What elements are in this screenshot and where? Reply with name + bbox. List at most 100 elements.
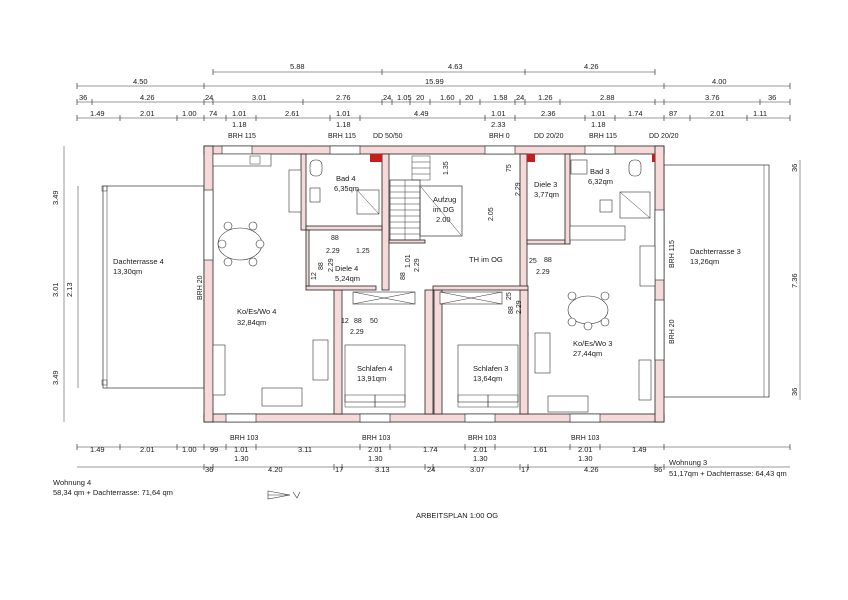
inner-dim-8: 2.29 (328, 258, 335, 272)
room-aufzug-c: 2.00 (436, 215, 451, 224)
dim-bottom-r2-5: 3.07 (470, 465, 485, 474)
label-brh115-right: BRH 115 (669, 240, 676, 268)
bottom-dimension-texts: 1.49 2.01 1.00 99 1.01 3.11 2.01 1.74 2.… (90, 445, 662, 474)
room-schlafen4-name: Schlafen 4 (357, 364, 392, 373)
inner-dim-22: 88 (400, 272, 407, 280)
dim-top-r4-7: 4.49 (414, 109, 429, 118)
dim-right-0: 36 (790, 164, 799, 172)
room-diele3-area: 3,77qm (534, 190, 559, 199)
dim-top-r3-15: 36 (768, 93, 776, 102)
inner-dim-21: 12 (311, 272, 318, 280)
room-diele3-name: Diele 3 (534, 180, 557, 189)
label-brh0: BRH 0 (489, 133, 510, 140)
dim-top-r2-c: 4.00 (712, 77, 727, 86)
dim-top-r4-10: 1.01 (591, 109, 606, 118)
inner-dim-9: 1.01 (405, 254, 412, 268)
dim-bottom-r1-2: 1.00 (182, 445, 197, 454)
room-schlafen3-name: Schlafen 3 (473, 364, 508, 373)
dim-bottom-r1-sub-3: 1.30 (578, 454, 593, 463)
label-dd5050: DD 50/50 (373, 133, 403, 140)
inner-dim-16: 2.29 (516, 300, 523, 314)
dim-top-r4-1: 2.01 (140, 109, 155, 118)
room-bad4-area: 6,35qm (334, 184, 359, 193)
dim-top-r3-7: 20 (416, 93, 424, 102)
room-th: TH im OG (469, 255, 503, 264)
room-schlafen3-area: 13,64qm (473, 374, 502, 383)
dim-bottom-r1-10: 2.01 (578, 445, 593, 454)
plan-label: ARBEITSPLAN 1:00 OG (416, 511, 498, 520)
label-brh115-a: BRH 115 (228, 133, 256, 140)
dim-bottom-r2-4: 24 (427, 465, 435, 474)
dim-bottom-r1-4: 1.01 (234, 445, 249, 454)
dim-top-r4-6: 1.01 (336, 109, 351, 118)
dim-bottom-r2-2: 17 (335, 465, 343, 474)
dim-top-r3-14: 3.76 (705, 93, 720, 102)
label-dd2020-a: DD 20/20 (534, 133, 564, 140)
dim-top-r3-9: 20 (465, 93, 473, 102)
dim-top-r3-4: 2.76 (336, 93, 351, 102)
inner-dim-17: 12 (341, 318, 349, 325)
dim-left-0: 3.49 (51, 190, 60, 205)
building-walls (203, 145, 665, 423)
dim-left-3: 3.49 (51, 370, 60, 385)
room-dachterrasse4-area: 13,30qm (113, 267, 142, 276)
side-wall-labels: BRH 20 BRH 115 BRH 20 (197, 240, 676, 344)
label-brh115-b: BRH 115 (328, 133, 356, 140)
dim-bottom-r1-6: 2.01 (368, 445, 383, 454)
windows (203, 145, 665, 423)
top-dimension-texts: 5.88 4.63 4.26 4.50 15.99 4.00 36 4.26 2… (79, 62, 776, 129)
dim-top-r3-12: 1.26 (538, 93, 553, 102)
room-dachterrasse3-name: Dachterrasse 3 (690, 247, 741, 256)
dim-top-r3-8: 1.60 (440, 93, 455, 102)
label-brh103-c: BRH 103 (468, 435, 497, 442)
room-diele4-area: 5,24qm (335, 274, 360, 283)
label-brh103-a: BRH 103 (230, 435, 259, 442)
wohnung4-title: Wohnung 4 (53, 478, 91, 487)
dim-right-2: 36 (790, 388, 799, 396)
label-dd2020-b: DD 20/20 (649, 133, 679, 140)
dim-top-r3-3: 3.01 (252, 93, 267, 102)
label-brh103-b: BRH 103 (362, 435, 391, 442)
label-brh20-left: BRH 20 (197, 275, 204, 300)
dim-top-r3-13: 2.88 (600, 93, 615, 102)
inner-dim-4: 88 (331, 235, 339, 242)
dim-right-1: 7.36 (790, 273, 799, 288)
inner-dim-6: 1.25 (356, 248, 370, 255)
inner-dim-2: 2.29 (515, 182, 522, 196)
inner-dimensions: 1.35 75 2.29 2.05 88 2.29 1.25 88 2.29 1… (311, 161, 552, 336)
left-dimension-lines (63, 146, 79, 422)
stair-and-elevator (389, 155, 463, 241)
room-dachterrasse3-area: 13,26qm (690, 257, 719, 266)
dachterrasse-3-area (663, 164, 770, 398)
inner-dim-10: 2.29 (414, 258, 421, 272)
dim-bottom-r1-7: 1.74 (423, 445, 438, 454)
room-dachterrasse4-name: Dachterrasse 4 (113, 257, 164, 266)
dim-bottom-r1-3: 99 (210, 445, 218, 454)
dim-bottom-r2-8: 36 (654, 465, 662, 474)
wohnung4-area: 58,34 qm + Dachterrasse: 71,64 qm (53, 488, 173, 497)
dim-top-r4-sub-1: 1.18 (336, 120, 351, 129)
inner-dim-7: 88 (318, 262, 325, 270)
dim-bottom-r1-sub-0: 1.30 (234, 454, 249, 463)
dim-top-r3-0: 36 (79, 93, 87, 102)
dim-top-r4-9: 2.36 (541, 109, 556, 118)
room-koeswo3-area: 27,44qm (573, 349, 602, 358)
top-opening-labels: BRH 115 BRH 115 DD 50/50 BRH 0 DD 20/20 … (228, 133, 679, 140)
room-bad3-name: Bad 3 (590, 167, 610, 176)
dim-top-r1-a: 5.88 (290, 62, 305, 71)
bottom-dimension-lines (76, 444, 791, 470)
room-schlafen4-area: 13,91qm (357, 374, 386, 383)
inner-dim-19: 50 (370, 318, 378, 325)
info-block: Wohnung 4 58,34 qm + Dachterrasse: 71,64… (53, 458, 787, 520)
dim-bottom-r1-9: 1.61 (533, 445, 548, 454)
top-dimension-lines (76, 69, 791, 121)
left-dimension-texts: 3.49 3.01 2.13 3.49 (51, 190, 74, 385)
dim-top-r4-11: 1.74 (628, 109, 643, 118)
dim-bottom-r2-0: 36 (205, 465, 213, 474)
room-bad4-name: Bad 4 (336, 174, 356, 183)
inner-dim-3: 2.05 (488, 207, 495, 221)
dim-top-r2-a: 4.50 (133, 77, 148, 86)
dim-top-r4-0: 1.49 (90, 109, 105, 118)
dim-bottom-r1-1: 2.01 (140, 445, 155, 454)
dim-top-r4-4: 1.01 (232, 109, 247, 118)
